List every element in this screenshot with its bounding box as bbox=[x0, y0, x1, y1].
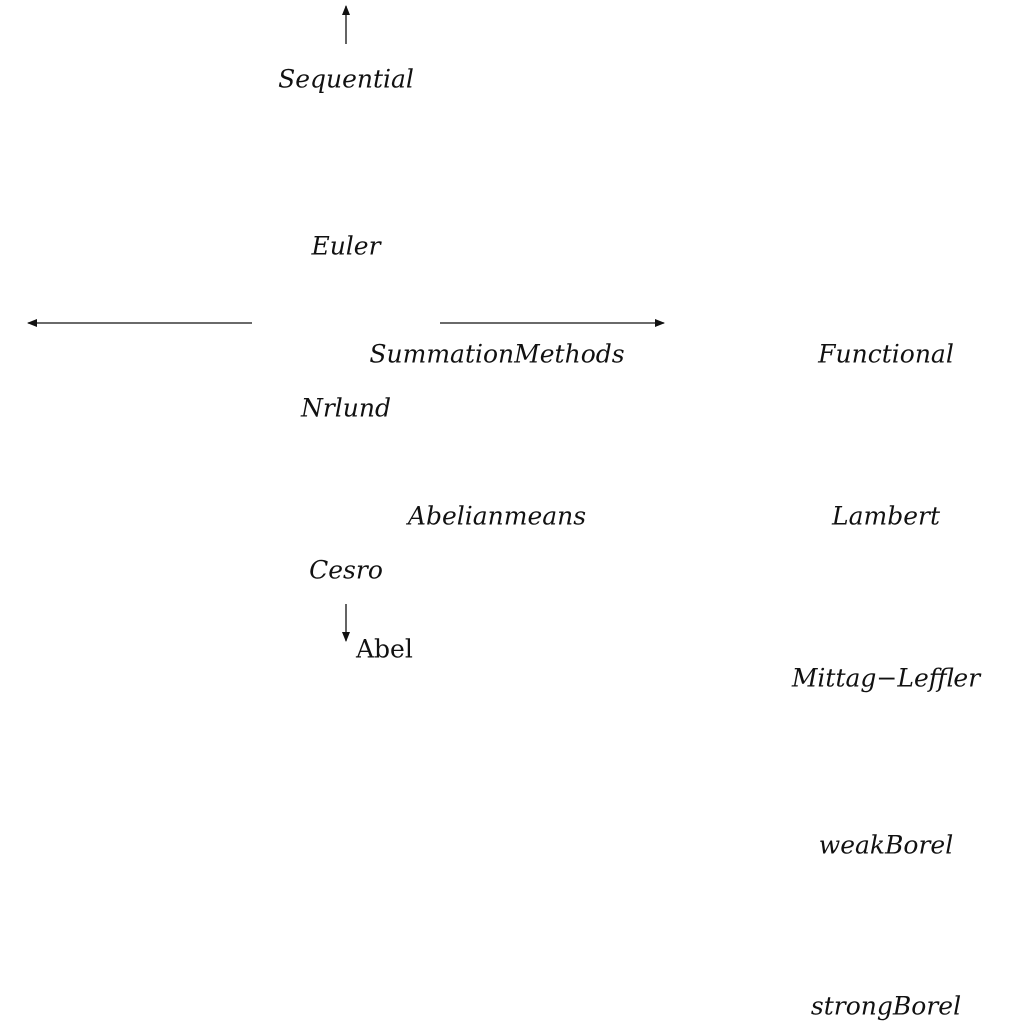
node-euler: Euler bbox=[311, 231, 381, 261]
node-abel: Abel bbox=[356, 634, 413, 664]
node-summation-methods: SummationMethods bbox=[369, 339, 625, 369]
node-strong-borel: strongBorel bbox=[810, 991, 962, 1021]
node-sequential: Sequential bbox=[278, 64, 414, 94]
node-norlund: Nrlund bbox=[300, 393, 392, 423]
node-cesaro: Cesro bbox=[309, 555, 383, 585]
node-weak-borel: weakBorel bbox=[818, 830, 954, 860]
node-abelian-means: Abelianmeans bbox=[407, 501, 587, 531]
node-functional: Functional bbox=[818, 339, 954, 369]
node-lambert: Lambert bbox=[831, 501, 941, 531]
node-mittag-leffler: Mittag−Leffler bbox=[791, 663, 981, 693]
